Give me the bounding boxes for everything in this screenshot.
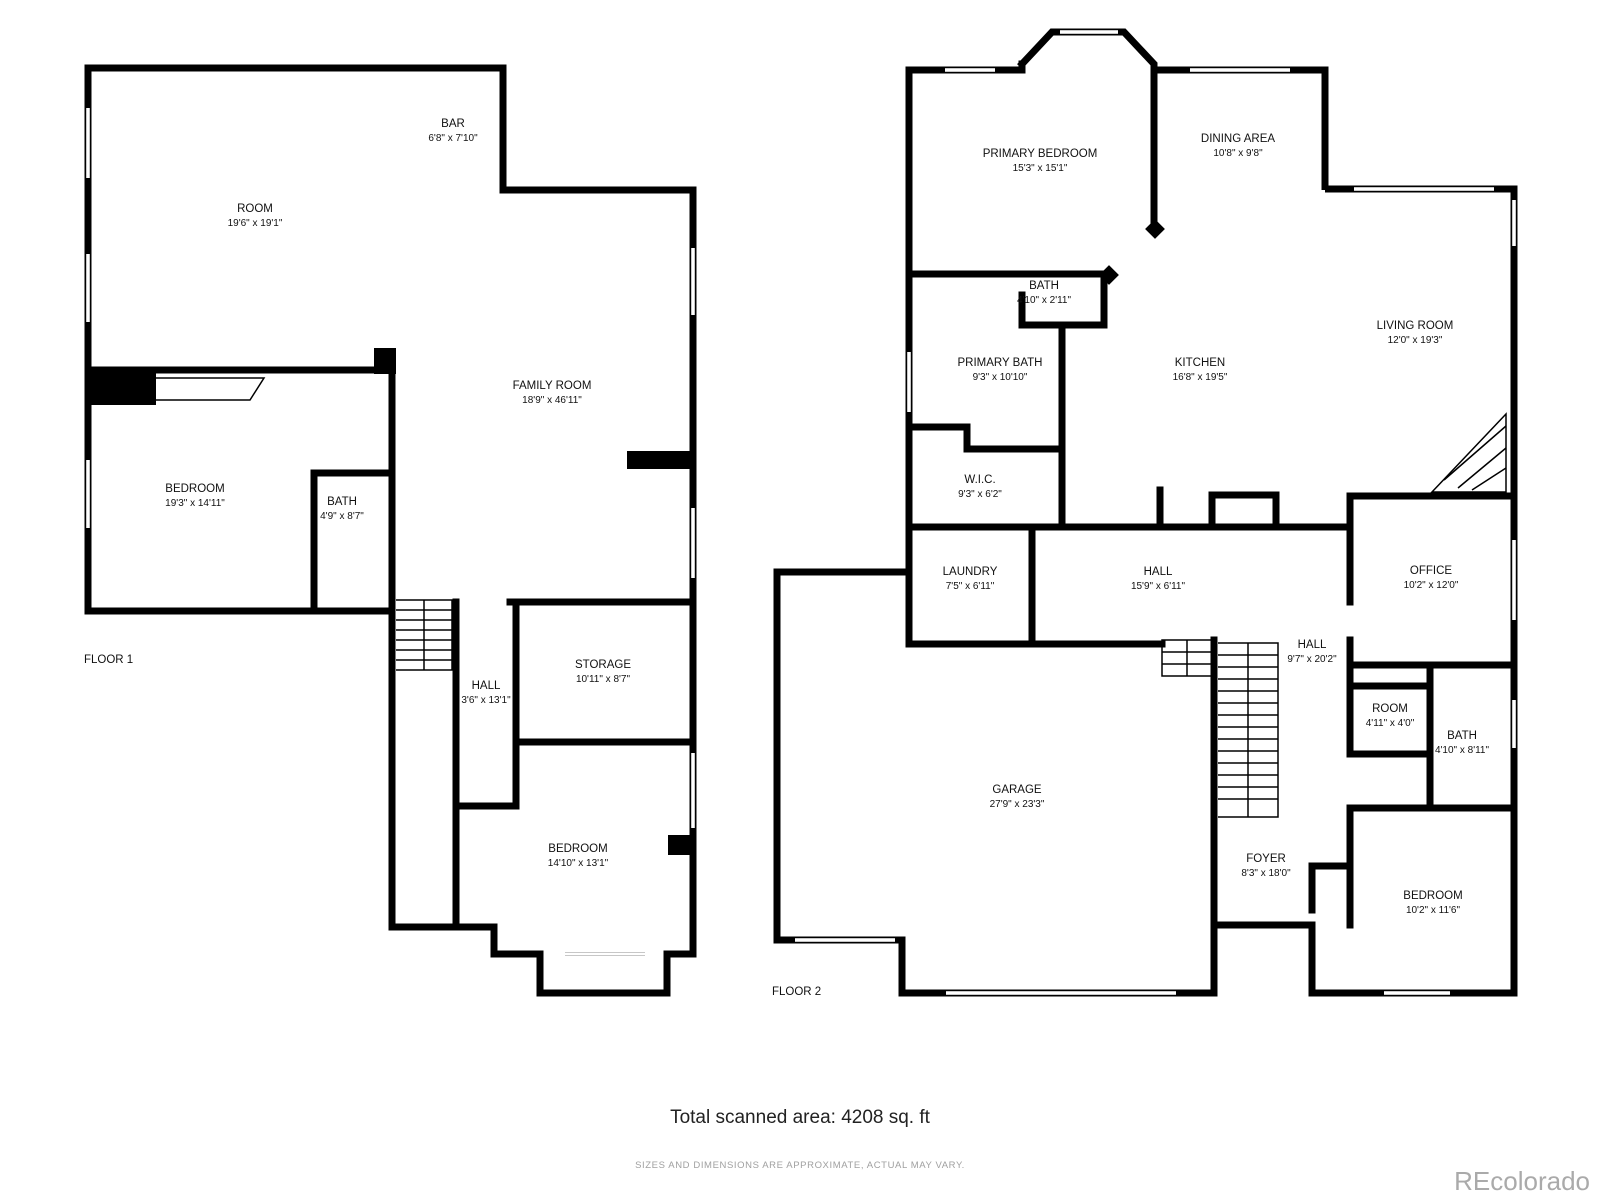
wic-label: W.I.C.	[964, 474, 995, 486]
bath-dimensions: 4'10" x 8'11"	[1435, 745, 1490, 756]
family-room-label: FAMILY ROOM	[513, 380, 592, 392]
family-room-dimensions: 18'9" x 46'11"	[522, 395, 582, 406]
storage-label: STORAGE	[575, 659, 631, 671]
garage-dimensions: 27'9" x 23'3"	[990, 799, 1045, 810]
bath-dimensions: 4'9" x 8'7"	[320, 511, 364, 522]
brand-logo: REcolorado	[1454, 1166, 1590, 1196]
floor-2-stairs	[1161, 412, 1507, 818]
bedroom-dimensions: 19'3" x 14'11"	[165, 498, 225, 509]
hall-label: HALL	[1144, 566, 1173, 578]
floor-1-stairs	[396, 599, 453, 671]
total-area: Total scanned area: 4208 sq. ft	[670, 1107, 930, 1128]
room-label: ROOM	[237, 203, 273, 215]
primary-bath-label: PRIMARY BATH	[958, 357, 1043, 369]
primary-bedroom-label: PRIMARY BEDROOM	[983, 148, 1098, 160]
hall-label: HALL	[472, 680, 501, 692]
bedroom-dimensions: 14'10" x 13'1"	[548, 858, 609, 869]
storage-dimensions: 10'11" x 8'7"	[576, 674, 631, 685]
bath-label: BATH	[327, 496, 357, 508]
laundry-label: LAUNDRY	[943, 566, 998, 578]
kitchen-label: KITCHEN	[1175, 357, 1225, 369]
floor-1-windows	[86, 108, 695, 956]
bath-dimensions: 4'10" x 2'11"	[1017, 295, 1072, 306]
disclaimer: SIZES AND DIMENSIONS ARE APPROXIMATE, AC…	[635, 1160, 965, 1171]
living-room-label: LIVING ROOM	[1377, 320, 1454, 332]
room-label: ROOM	[1372, 703, 1408, 715]
dining-area-dimensions: 10'8" x 9'8"	[1213, 148, 1263, 159]
floor-1-label: FLOOR 1	[84, 654, 133, 666]
living-room-dimensions: 12'0" x 19'3"	[1388, 335, 1443, 346]
garage-label: GARAGE	[992, 784, 1042, 796]
dining-area-label: DINING AREA	[1201, 133, 1275, 145]
bedroom-label: BEDROOM	[1403, 890, 1462, 902]
floor-2-windows	[795, 30, 1516, 995]
foyer-dimensions: 8'3" x 18'0"	[1241, 868, 1291, 879]
hall-dimensions: 3'6" x 13'1"	[461, 695, 511, 706]
wic-dimensions: 9'3" x 6'2"	[958, 489, 1002, 500]
laundry-dimensions: 7'5" x 6'11"	[946, 581, 995, 592]
floor-2-label: FLOOR 2	[772, 986, 821, 998]
floor-1-plan: ROOM 19'6" x 19'1" BAR 6'8" x 7'10" FAMI…	[84, 64, 697, 997]
office-label: OFFICE	[1410, 565, 1452, 577]
room-dimensions: 19'6" x 19'1"	[228, 218, 283, 229]
kitchen-dimensions: 16'8" x 19'5"	[1173, 372, 1228, 383]
bar-label: BAR	[441, 118, 465, 130]
bath-label: BATH	[1447, 730, 1477, 742]
foyer-label: FOYER	[1246, 853, 1286, 865]
primary-bedroom-dimensions: 15'3" x 15'1"	[1013, 163, 1068, 174]
bedroom-label: BEDROOM	[548, 843, 607, 855]
floor-2-plan: PRIMARY BEDROOM 15'3" x 15'1" DINING ARE…	[772, 28, 1518, 998]
room-dimensions: 4'11" x 4'0"	[1366, 718, 1415, 729]
bar-dimensions: 6'8" x 7'10"	[428, 133, 478, 144]
bedroom-label: BEDROOM	[165, 483, 224, 495]
hall-dimensions: 15'9" x 6'11"	[1131, 581, 1186, 592]
primary-bath-dimensions: 9'3" x 10'10"	[973, 372, 1028, 383]
hall-dimensions: 9'7" x 20'2"	[1287, 654, 1337, 665]
bedroom-dimensions: 10'2" x 11'6"	[1406, 905, 1461, 916]
office-dimensions: 10'2" x 12'0"	[1404, 580, 1459, 591]
bath-label: BATH	[1029, 280, 1059, 292]
hall-label: HALL	[1298, 639, 1327, 651]
